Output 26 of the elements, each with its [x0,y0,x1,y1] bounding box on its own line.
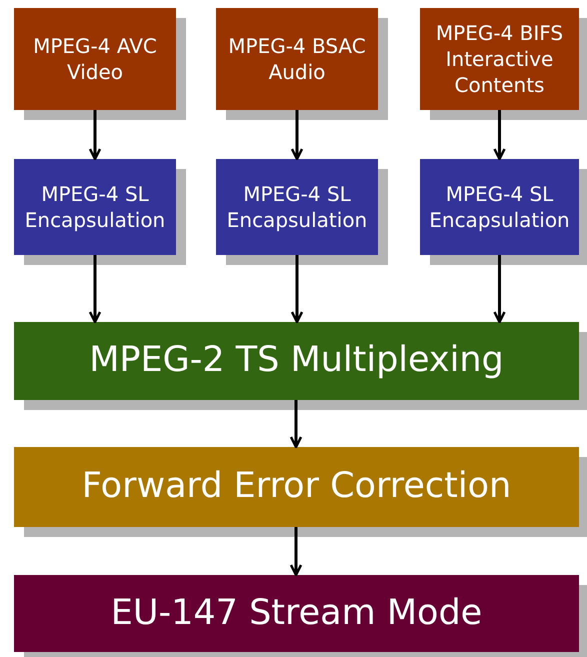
box-label: MPEG-4 SL Encapsulation [428,181,571,233]
encapsulation-box [420,159,579,255]
source-box [420,8,579,110]
arrow [290,527,302,576]
multiplexing-box [14,322,579,400]
error-correction-box [14,447,579,527]
box-label: Forward Error Correction [80,465,512,508]
box-label: MPEG-4 SL Encapsulation [226,181,368,233]
box-label: MPEG-4 AVC Video [32,33,158,85]
arrow [290,110,304,160]
box-label: MPEG-4 SL Encapsulation [24,181,166,233]
box-label: MPEG-4 BSAC Audio [227,33,367,85]
source-box [216,8,378,110]
arrow [493,110,506,160]
encapsulation-box [14,159,176,255]
arrow [290,400,302,448]
arrow [290,255,304,324]
box-label: EU-147 Stream Mode [110,592,484,635]
box-label: MPEG-4 BIFS Interactive Contents [434,20,564,98]
stream-mode-box [14,575,579,652]
arrow [493,255,506,324]
encapsulation-box [216,159,378,255]
box-label: MPEG-2 TS Multiplexing [88,339,505,382]
arrow [88,110,102,160]
arrow [88,255,102,324]
source-box [14,8,176,110]
